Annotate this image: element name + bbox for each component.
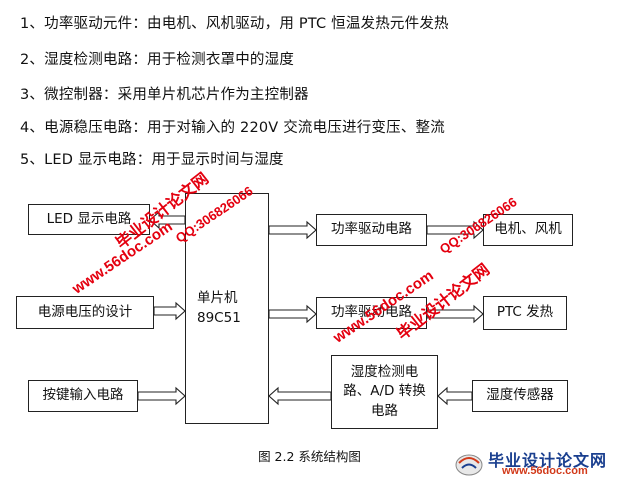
power-design-label: 电源电压的设计 bbox=[37, 303, 133, 320]
figure-caption: 图 2.2 系统结构图 bbox=[258, 449, 361, 464]
power-drive-box-1: 功率驱动电路 bbox=[316, 214, 427, 246]
motor-fan-label: 电机、风机 bbox=[494, 221, 562, 238]
power-design-box: 电源电压的设计 bbox=[16, 296, 154, 329]
power-drive-label-2: 功率驱动电路 bbox=[331, 304, 412, 321]
mcu-label-line1: 单片机 bbox=[197, 289, 238, 306]
requirement-line-2: 2、湿度检测电路：用于检测衣罩中的湿度 bbox=[20, 52, 295, 68]
power-drive-label-1: 功率驱动电路 bbox=[331, 221, 412, 238]
arrow-drive2-to-ptc bbox=[426, 304, 484, 324]
key-input-box: 按键输入电路 bbox=[28, 380, 138, 412]
humidity-detection-box: 湿度检测电 路、A/D 转换 电路 bbox=[331, 355, 438, 429]
humidity-detection-line1: 湿度检测电 bbox=[350, 363, 419, 380]
mcu-label-line2: 89C51 bbox=[197, 309, 241, 326]
requirement-line-4: 4、电源稳压电路：用于对输入的 220V 交流电压进行变压、整流 bbox=[20, 120, 445, 136]
requirement-line-1: 1、功率驱动元件：由电机、风机驱动，用 PTC 恒温发热元件发热 bbox=[20, 16, 449, 32]
logo-url: www.56doc.com bbox=[502, 465, 588, 477]
led-display-label: LED 显示电路 bbox=[46, 210, 132, 227]
mcu-label: 单片机 89C51 bbox=[197, 289, 241, 328]
arrow-power-to-mcu bbox=[153, 301, 186, 321]
arrow-mcu-to-led bbox=[149, 210, 186, 230]
arrow-mcu-to-drive1 bbox=[268, 220, 317, 240]
requirement-line-3: 3、微控制器：采用单片机芯片作为主控制器 bbox=[20, 87, 309, 103]
logo-emblem-icon bbox=[455, 454, 483, 476]
humidity-detection-label: 湿度检测电 路、A/D 转换 电路 bbox=[343, 363, 425, 422]
humidity-sensor-label: 湿度传感器 bbox=[486, 387, 554, 404]
ptc-heating-label: PTC 发热 bbox=[496, 304, 554, 321]
arrow-drive1-to-motor bbox=[426, 220, 484, 240]
mcu-box: 单片机 89C51 bbox=[185, 193, 269, 424]
arrow-mcu-to-drive2 bbox=[268, 304, 317, 324]
requirement-line-5: 5、LED 显示电路：用于显示时间与湿度 bbox=[20, 152, 284, 168]
logo-title: 毕业设计论文网 bbox=[488, 451, 608, 470]
humidity-detection-line2: 路、A/D 转换 bbox=[343, 383, 426, 400]
arrow-keys-to-mcu bbox=[137, 386, 186, 406]
key-input-label: 按键输入电路 bbox=[42, 387, 124, 404]
motor-fan-box: 电机、风机 bbox=[483, 214, 573, 246]
arrow-sensor-to-humidity bbox=[437, 386, 473, 406]
led-display-box: LED 显示电路 bbox=[28, 204, 150, 235]
site-logo: 毕业设计论文网 www.56doc.com bbox=[452, 447, 617, 479]
arrow-humidity-to-mcu bbox=[268, 386, 332, 406]
humidity-detection-line3: 电路 bbox=[370, 402, 398, 419]
humidity-sensor-box: 湿度传感器 bbox=[472, 380, 568, 412]
power-drive-box-2: 功率驱动电路 bbox=[316, 297, 427, 329]
ptc-heating-box: PTC 发热 bbox=[483, 296, 567, 330]
